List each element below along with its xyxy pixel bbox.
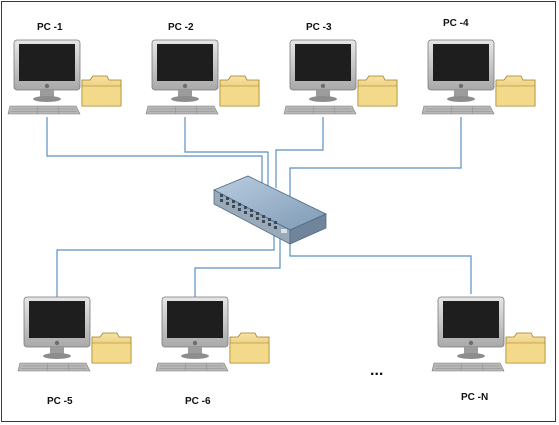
pc2-label: PC -2 xyxy=(168,22,194,33)
pc6-label: PC -6 xyxy=(185,396,211,407)
pc3-label: PC -3 xyxy=(306,22,332,33)
network-switch-icon xyxy=(213,175,327,245)
link-pc2 xyxy=(184,117,269,188)
link-pc5 xyxy=(56,233,275,297)
link-pc4 xyxy=(289,117,462,196)
pcn-label: PC -N xyxy=(461,392,488,403)
pc2-computer-icon xyxy=(145,39,260,115)
pc1-computer-icon xyxy=(7,39,122,115)
connection-lines xyxy=(46,117,472,297)
pc4-label: PC -4 xyxy=(443,18,469,29)
pc5-computer-icon xyxy=(17,296,132,372)
pc1-label: PC -1 xyxy=(37,22,63,33)
link-pcn xyxy=(289,242,472,294)
ellipsis-more-pcs: ... xyxy=(370,362,383,379)
pc5-label: PC -5 xyxy=(47,396,73,407)
pcn-computer-icon xyxy=(431,296,546,372)
link-pc1 xyxy=(46,117,263,186)
pc4-computer-icon xyxy=(421,39,536,115)
pc6-computer-icon xyxy=(155,296,270,372)
pc3-computer-icon xyxy=(283,39,398,115)
link-pc3 xyxy=(275,117,324,188)
link-pc6 xyxy=(194,238,281,297)
